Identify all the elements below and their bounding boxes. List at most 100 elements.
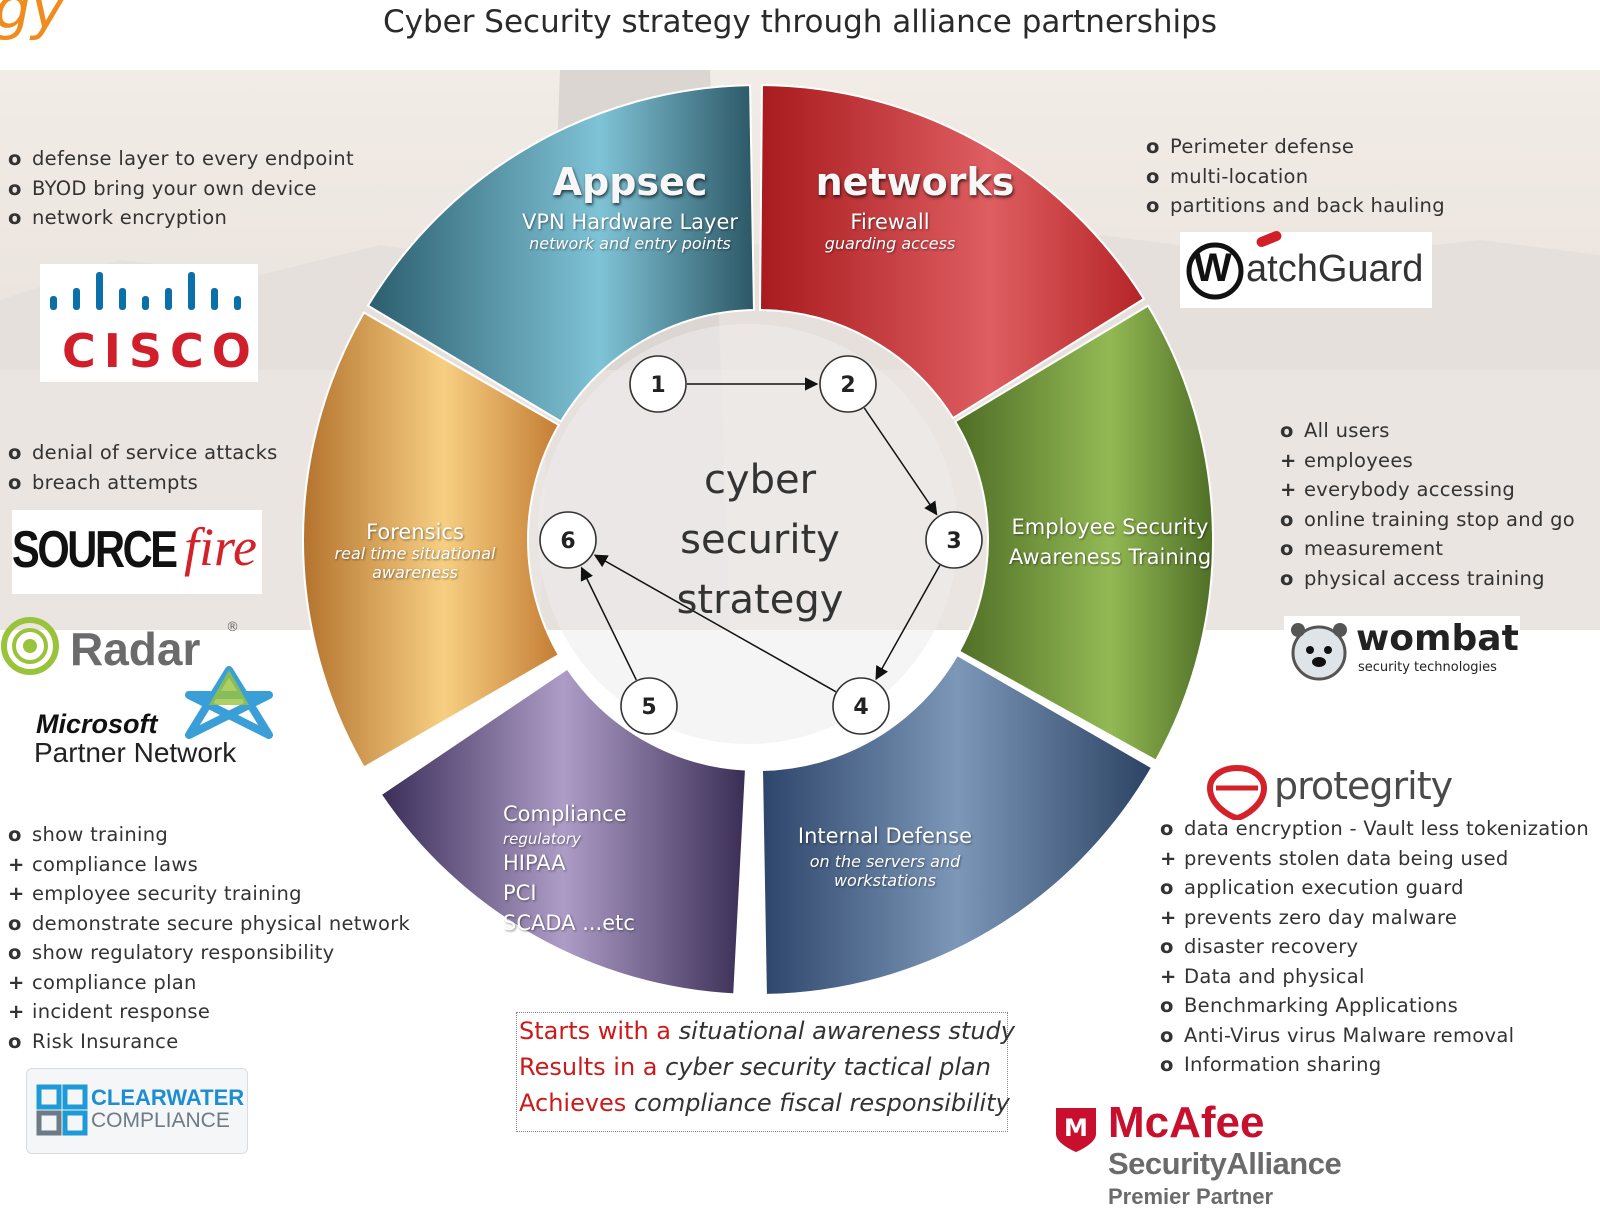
bullet-item: everybody accessing <box>1280 475 1575 505</box>
bullet-item: breach attempts <box>8 468 278 498</box>
circle-bullet-icon <box>8 938 32 968</box>
bullet-item: employee security training <box>8 879 410 909</box>
sourcefire-source: SOURCE <box>12 521 178 579</box>
circle-bullet-icon <box>1146 132 1170 162</box>
segment-forensics-label: Forensics real time situational awarenes… <box>315 520 515 582</box>
plus-bullet-icon <box>1160 962 1184 992</box>
registered-icon: ® <box>226 620 239 635</box>
circle-bullet-icon <box>1146 191 1170 221</box>
bullet-item: BYOD bring your own device <box>8 174 354 204</box>
bullet-item: defense layer to every endpoint <box>8 144 354 174</box>
bullet-text: incident response <box>32 1000 211 1023</box>
bullet-item: multi-location <box>1146 162 1445 192</box>
segment-networks-label: networks Firewall guarding access <box>760 160 1020 253</box>
bullet-text: online training stop and go <box>1304 507 1576 531</box>
summary-line-1-tail: situational awareness study <box>678 1017 1015 1045</box>
summary-line-3-lead: Achieves <box>519 1089 634 1117</box>
bullet-text: denial of service attacks <box>32 441 278 464</box>
forensics-line2: real time situational <box>334 544 496 563</box>
compliance-item-2: PCI <box>503 881 537 905</box>
cisco-bars-icon <box>50 272 241 310</box>
center-line-3: strategy <box>676 577 844 623</box>
circle-bullet-icon <box>1280 564 1304 594</box>
compliance-line1: Compliance <box>503 802 627 826</box>
qradar-logo: Radar ® <box>0 612 260 682</box>
summary-line-2-lead: Results in a <box>519 1053 666 1081</box>
list-compliance-items: show trainingcompliance lawsemployee sec… <box>8 820 410 1056</box>
bullet-text: Anti-Virus virus Malware removal <box>1184 1023 1515 1047</box>
bullet-item: Data and physical <box>1160 962 1589 992</box>
qradar-wordmark: Radar <box>70 623 201 675</box>
cisco-wordmark: CISCO <box>62 324 259 378</box>
forensics-line1: Forensics <box>366 520 464 544</box>
circle-bullet-icon <box>8 144 32 174</box>
wombat-mascot-icon <box>1291 623 1347 681</box>
circle-bullet-icon <box>1160 991 1184 1021</box>
qradar-ring-icon <box>1 617 59 675</box>
bullet-item: denial of service attacks <box>8 438 278 468</box>
plus-bullet-icon <box>8 997 32 1027</box>
internal-line3: workstations <box>833 871 937 890</box>
watchguard-w-badge <box>1186 242 1244 300</box>
microsoft-partner-logo: Microsoft Partner Network <box>34 665 274 775</box>
summary-box: Starts with a situational awareness stud… <box>516 1012 1015 1132</box>
step-number-2: 2 <box>840 373 855 398</box>
svg-text:M: M <box>1064 1114 1088 1142</box>
flow-arrow <box>580 566 637 681</box>
bullet-text: disaster recovery <box>1184 935 1359 958</box>
corner-logo-fragment: gy <box>0 0 66 42</box>
bullet-text: multi-location <box>1170 164 1309 188</box>
bullet-text: prevents stolen data being used <box>1184 846 1509 870</box>
segment-internal-label: Internal Defense on the servers and work… <box>770 824 1000 890</box>
wombat-logo: wombat security technologies <box>1284 616 1520 686</box>
step-number-1: 1 <box>650 373 665 398</box>
plus-bullet-icon <box>1160 844 1184 874</box>
bullet-text: data encryption - Vault less tokenizatio… <box>1184 817 1590 840</box>
bullet-item: data encryption - Vault less tokenizatio… <box>1160 814 1589 844</box>
bullet-item: physical access training <box>1280 564 1575 594</box>
segment-networks <box>758 84 1146 420</box>
bullet-item: Risk Insurance <box>8 1027 410 1057</box>
segment-appsec <box>366 84 756 423</box>
circle-bullet-icon <box>1160 1021 1184 1051</box>
compliance-item-3: SCADA ...etc <box>503 911 635 935</box>
networks-line2: guarding access <box>824 234 956 253</box>
step-circle-5 <box>620 677 678 735</box>
appsec-title: Appsec <box>552 160 708 204</box>
bullet-item: show regulatory responsibility <box>8 938 410 968</box>
step-number-4: 4 <box>853 695 868 720</box>
circle-bullet-icon <box>1160 873 1184 903</box>
bullet-item: compliance plan <box>8 968 410 998</box>
bullet-item: Information sharing <box>1160 1050 1589 1080</box>
summary-line-1-lead: Starts with a <box>519 1017 679 1045</box>
clearwater-line2: COMPLIANCE <box>91 1109 230 1132</box>
clearwater-puzzle-icon <box>36 1084 88 1136</box>
summary-line-3: Achieves compliance fiscal responsibilit… <box>517 1085 1010 1121</box>
segment-training-label: Employee Security Awareness Training <box>990 512 1230 572</box>
bullet-text: All users <box>1304 419 1390 442</box>
segment-appsec-label: Appsec VPN Hardware Layer network and en… <box>500 160 760 253</box>
list-training-items: All users employeeseverybody accessingonl… <box>1280 416 1575 593</box>
bullet-item: Perimeter defense <box>1146 132 1445 162</box>
plus-bullet-icon <box>8 968 32 998</box>
bullet-item: All users <box>1280 416 1575 446</box>
watchguard-swoosh-icon <box>1255 229 1283 249</box>
circle-bullet-icon <box>8 203 32 233</box>
circle-bullet-icon <box>1146 162 1170 192</box>
bullet-item: incident response <box>8 997 410 1027</box>
segment-internal <box>760 653 1154 996</box>
bullet-text: breach attempts <box>32 470 199 494</box>
plus-bullet-icon <box>1280 475 1304 505</box>
bullet-item: prevents zero day malware <box>1160 903 1589 933</box>
list-forensics-threats: denial of service attacks breach attempts <box>8 438 278 497</box>
circle-bullet-icon <box>1280 505 1304 535</box>
list-endpoint-defense: defense layer to every endpointBYOD brin… <box>8 144 354 233</box>
protegrity-logo: protegrity <box>1206 762 1476 822</box>
bullet-item: network encryption <box>8 203 354 233</box>
bullet-item: employees <box>1280 446 1575 476</box>
circle-bullet-icon <box>1280 416 1304 446</box>
segment-forensics <box>302 311 561 769</box>
sourcefire-logo: SOURCE fire <box>12 510 262 594</box>
circle-bullet-icon <box>8 909 32 939</box>
mcafee-premier: Premier Partner <box>1108 1184 1274 1209</box>
